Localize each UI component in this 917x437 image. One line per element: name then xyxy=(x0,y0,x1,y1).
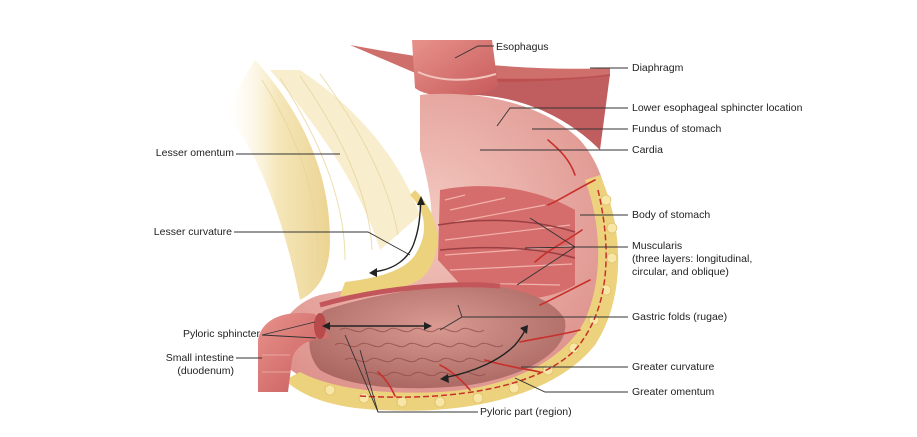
label-gastric-folds: Gastric folds (rugae) xyxy=(632,311,728,323)
label-muscularis: Muscularis (three layers: longitudinal, … xyxy=(632,240,782,279)
small-intestine-line-1: Small intestine xyxy=(165,352,234,364)
label-lower-esophageal-sphincter: Lower esophageal sphincter location xyxy=(632,102,803,114)
label-pyloric-sphincter: Pyloric sphincter xyxy=(182,328,260,340)
esophagus-tube xyxy=(412,40,498,97)
label-greater-omentum: Greater omentum xyxy=(632,386,715,398)
label-diaphragm: Diaphragm xyxy=(632,62,684,74)
label-cardia: Cardia xyxy=(632,144,663,156)
pyloric-sphincter-ring xyxy=(314,313,326,339)
lesser-omentum-sheet xyxy=(225,60,330,300)
greater-omentum-band xyxy=(285,175,619,411)
label-body-of-stomach: Body of stomach xyxy=(632,209,711,221)
muscularis-line-2: (three layers: longitudinal, xyxy=(632,253,753,265)
muscularis-line-3: circular, and oblique) xyxy=(632,266,729,278)
label-pyloric-part: Pyloric part (region) xyxy=(480,406,572,418)
label-fundus: Fundus of stomach xyxy=(632,123,722,135)
label-lesser-curvature: Lesser curvature xyxy=(153,226,232,238)
muscularis-line-1: Muscularis xyxy=(632,240,683,252)
small-intestine-line-2: (duodenum) xyxy=(177,365,234,377)
label-greater-curvature: Greater curvature xyxy=(632,361,715,373)
label-small-intestine: Small intestine (duodenum) xyxy=(136,352,234,378)
label-lesser-omentum: Lesser omentum xyxy=(155,147,234,159)
muscularis-layers xyxy=(438,186,575,301)
label-esophagus: Esophagus xyxy=(496,41,549,53)
gastric-mucosa xyxy=(309,285,566,389)
